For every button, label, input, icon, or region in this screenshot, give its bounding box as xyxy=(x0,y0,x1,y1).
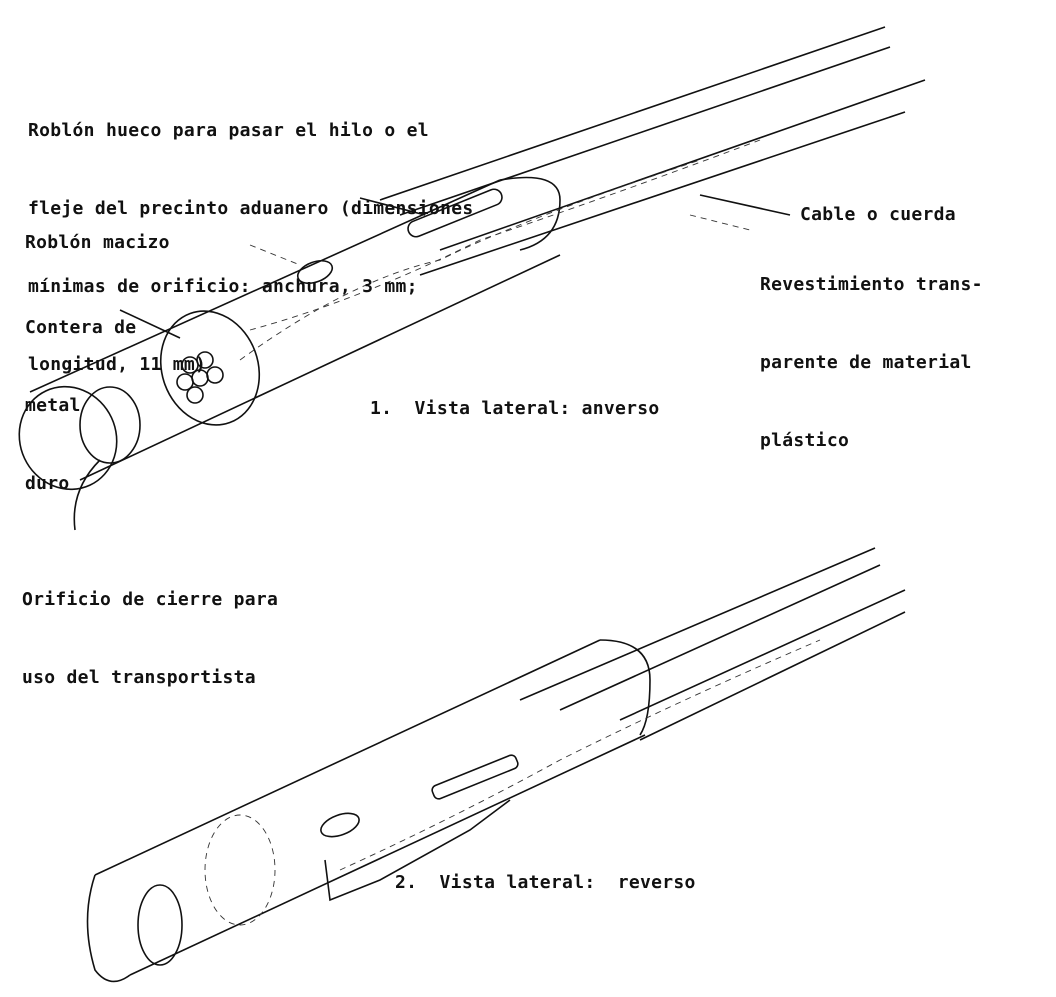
label-line: metal xyxy=(25,395,81,416)
label-line: parente de material xyxy=(760,352,972,373)
cable-label: Cable o cuerda xyxy=(800,204,956,225)
end-cap-label: Contera de metal duro xyxy=(25,263,136,523)
label-line: mínimas de orificio: anchura, 3 mm; xyxy=(28,276,418,297)
label-line: Orificio de cierre para xyxy=(22,589,279,610)
label-line: duro xyxy=(25,473,70,494)
hollow-rivet-label: Roblón hueco para pasar el hilo o el fle… xyxy=(28,66,473,404)
label-line: uso del transportista xyxy=(22,667,256,688)
view1-caption: 1. Vista lateral: anverso xyxy=(370,398,660,419)
label-line: longitud, 11 mm) xyxy=(28,354,207,375)
view1-drawing xyxy=(18,26,926,531)
cable-strands-icon xyxy=(176,351,224,404)
label-line: Roblón hueco para pasar el hilo o el xyxy=(28,120,429,141)
label-line: fleje del precinto aduanero (dimensiones xyxy=(28,198,474,219)
solid-rivet-label: Roblón macizo xyxy=(25,232,170,253)
coating-label: Revestimiento trans- parente de material… xyxy=(760,220,983,480)
label-line: Contera de xyxy=(25,317,137,338)
closure-hole-label: Orificio de cierre para uso del transpor… xyxy=(22,535,278,717)
label-line: Revestimiento trans- xyxy=(760,274,983,295)
label-line: plástico xyxy=(760,430,850,451)
view2-caption: 2. Vista lateral: reverso xyxy=(395,872,696,893)
view2-drawing xyxy=(86,547,906,983)
